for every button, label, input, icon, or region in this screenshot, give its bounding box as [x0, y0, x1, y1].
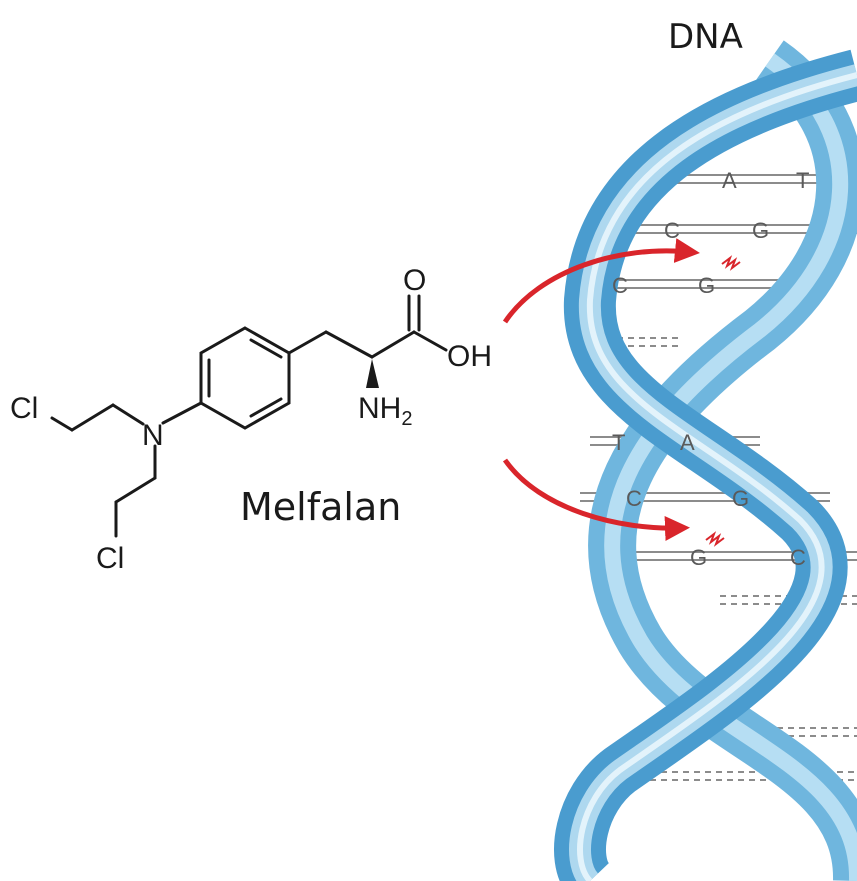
base-pair-labels: A T C G C G T A C G G C — [612, 168, 809, 570]
atom-hydroxyl: OH — [447, 340, 492, 373]
bond-c-oh — [412, 330, 448, 352]
dna-helix: A T C G C G T A C G G C — [554, 40, 857, 881]
bond-ring-n — [161, 401, 203, 425]
atom-amine: NH2 — [358, 392, 412, 430]
base-pair-1-right: T — [796, 168, 809, 193]
bond-n-c1 — [111, 403, 145, 426]
alkylation-arrow-bottom — [502, 458, 690, 541]
base-pair-1-left: A — [722, 168, 737, 193]
aromatic-bond-2 — [249, 397, 283, 418]
atom-nitrogen: N — [142, 419, 164, 452]
alkylation-arrow-top — [502, 238, 700, 324]
benzene-ring — [199, 326, 291, 430]
atom-amine-main: NH — [358, 392, 401, 425]
bond-calpha-ccarboxyl — [370, 330, 416, 359]
stereo-wedge-bond — [366, 359, 379, 388]
crosslink-mark-bottom — [705, 531, 725, 547]
melphalan-structure: Cl Cl N O OH NH2 — [10, 264, 492, 575]
base-pair-6-left: G — [690, 545, 707, 570]
aromatic-bond-1 — [249, 338, 283, 359]
bond-ring-ch2 — [287, 330, 328, 355]
base-pair-2-right: G — [752, 218, 769, 243]
base-pair-6-right: C — [790, 545, 806, 570]
base-pair-2-left: C — [664, 218, 680, 243]
atom-amine-subscript: 2 — [401, 408, 412, 430]
bond-c2-cl — [50, 416, 74, 432]
molecule-name: Melfalan — [240, 485, 401, 529]
base-pair-5-right: G — [732, 486, 749, 511]
atom-cl-bottom: Cl — [96, 542, 124, 575]
bond-c3-c4 — [114, 476, 157, 504]
bond-c1-c2 — [70, 403, 115, 432]
base-pair-4-right: A — [680, 430, 695, 455]
dna-label: DNA — [668, 17, 743, 57]
base-pair-4-left: T — [612, 430, 625, 455]
atom-cl-left: Cl — [10, 392, 38, 425]
atom-oxygen: O — [403, 264, 426, 297]
base-pair-3-left: C — [612, 273, 628, 298]
bond-ch2-calpha — [324, 330, 374, 359]
base-pair-5-left: C — [626, 486, 642, 511]
base-pair-3-right: G — [698, 273, 715, 298]
crosslink-mark-top — [721, 255, 741, 271]
